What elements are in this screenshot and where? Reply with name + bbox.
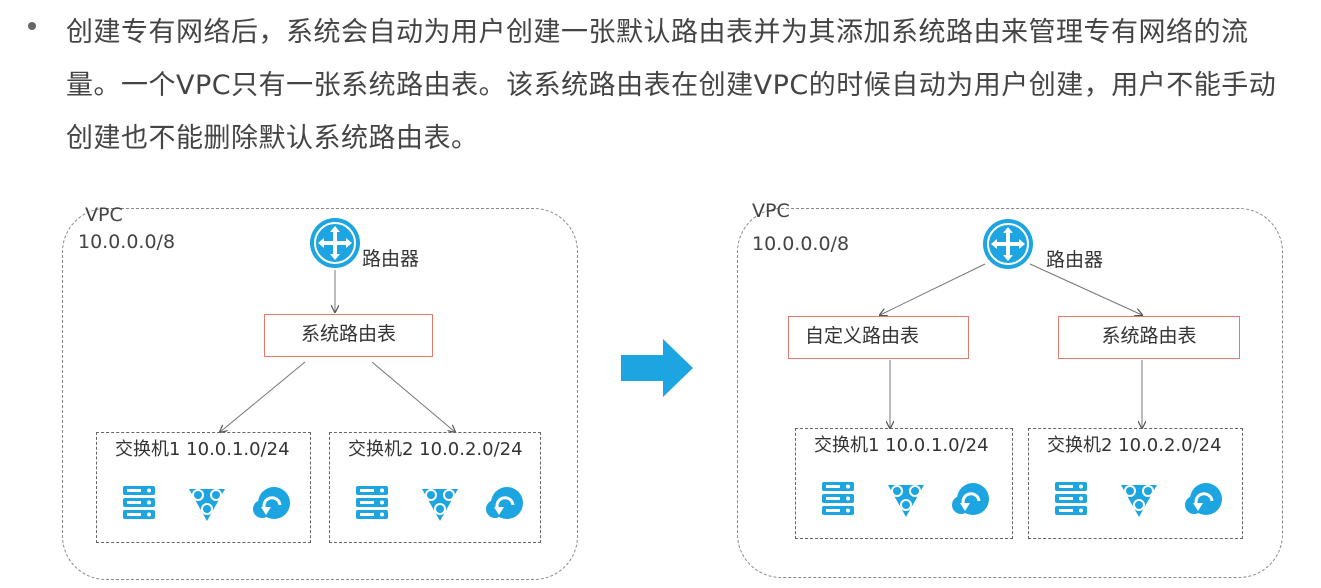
network-icon	[422, 489, 458, 521]
cloud-icon	[253, 487, 290, 519]
router-icon	[310, 218, 360, 268]
bullet-text: 创建专有网络后，系统会自动为用户创建一张默认路由表并为其添加系统路由来管理专有网…	[66, 17, 1277, 154]
network-icon	[1121, 485, 1157, 517]
arrow-right-icon	[621, 339, 693, 397]
left-table-to-switch2-line	[371, 361, 455, 432]
network-icon	[888, 485, 924, 517]
switch-label: 交换机1 10.0.1.0/24	[814, 435, 989, 456]
server-icon	[1055, 482, 1087, 515]
left-router-label: 路由器	[362, 248, 420, 270]
router-icon	[983, 219, 1033, 269]
right-switch-2: 交换机2 10.0.2.0/24	[1028, 428, 1243, 539]
left-vpc-boundary	[62, 208, 578, 580]
left-system-route-table: 系统路由表	[264, 314, 433, 357]
cloud-icon	[952, 483, 989, 515]
right-switch-1: 交换机1 10.0.1.0/24	[795, 428, 1013, 539]
right-router-label: 路由器	[1046, 249, 1104, 271]
left-switch-1: 交换机1 10.0.1.0/24	[96, 432, 311, 543]
custom-route-table: 自定义路由表	[788, 316, 969, 359]
right-router-to-system-line	[1029, 263, 1142, 315]
left-switch-2: 交换机2 10.0.2.0/24	[329, 432, 541, 543]
right-system-route-table: 系统路由表	[1058, 316, 1240, 359]
switch-label: 交换机2 10.0.2.0/24	[348, 439, 523, 460]
cloud-icon	[486, 487, 523, 519]
server-icon	[356, 486, 388, 519]
bullet-icon	[28, 22, 36, 30]
server-icon	[822, 482, 854, 515]
switch-label: 交换机1 10.0.1.0/24	[115, 439, 290, 460]
left-vpc-name: VPC	[85, 204, 123, 226]
network-icon	[189, 489, 225, 521]
left-vpc-cidr: 10.0.0.0/8	[78, 231, 176, 253]
right-vpc-name: VPC	[752, 200, 790, 222]
server-icon	[123, 486, 155, 519]
cloud-icon	[1185, 483, 1222, 515]
left-table-to-switch1-line	[220, 361, 306, 432]
switch-label: 交换机2 10.0.2.0/24	[1047, 435, 1222, 456]
right-vpc-boundary	[737, 208, 1283, 578]
right-vpc-cidr: 10.0.0.0/8	[752, 233, 850, 255]
right-router-to-custom-line	[880, 263, 986, 315]
